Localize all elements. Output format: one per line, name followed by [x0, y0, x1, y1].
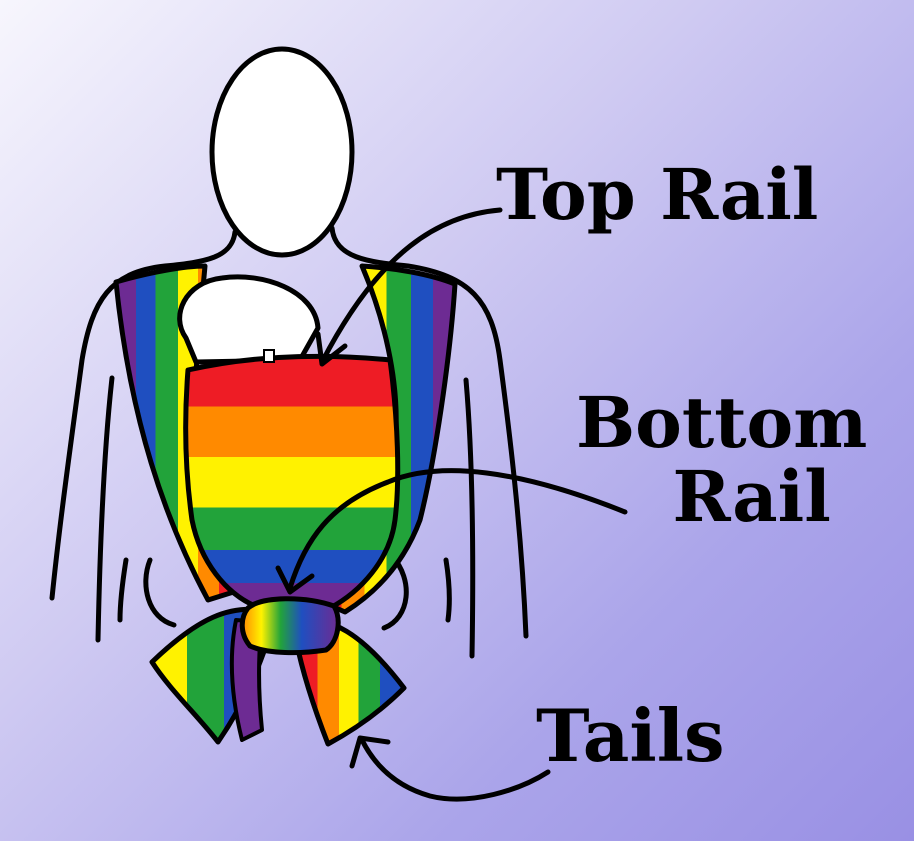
bottom-rail-label-line1: Bottom — [576, 381, 868, 464]
carrier-body-panel — [183, 353, 401, 611]
top-rail-arrowhead — [315, 331, 348, 367]
tails-arrow — [359, 737, 551, 802]
wearer-arm-right — [463, 377, 476, 659]
carrier-knot — [239, 596, 341, 656]
top-rail-label: Top Rail — [496, 153, 819, 236]
bottom-rail-label: Bottom Rail — [576, 381, 868, 539]
wearer-arm-left — [95, 375, 115, 643]
wearer-torso-outline — [49, 229, 238, 601]
baby-head — [177, 274, 321, 365]
carrier-label-tag — [263, 349, 275, 363]
tails-label: Tails — [536, 693, 725, 778]
wearer-waist-lines — [117, 557, 452, 623]
bottom-rail-arrowhead — [275, 565, 315, 595]
wearer-head — [209, 46, 355, 258]
top-rail-arrow — [319, 207, 503, 365]
bottom-rail-arrow — [287, 468, 628, 591]
wearer-torso-outline-right — [329, 225, 529, 639]
bottom-rail-label-line2: Rail — [672, 455, 831, 539]
tails-arrowhead — [349, 735, 391, 769]
